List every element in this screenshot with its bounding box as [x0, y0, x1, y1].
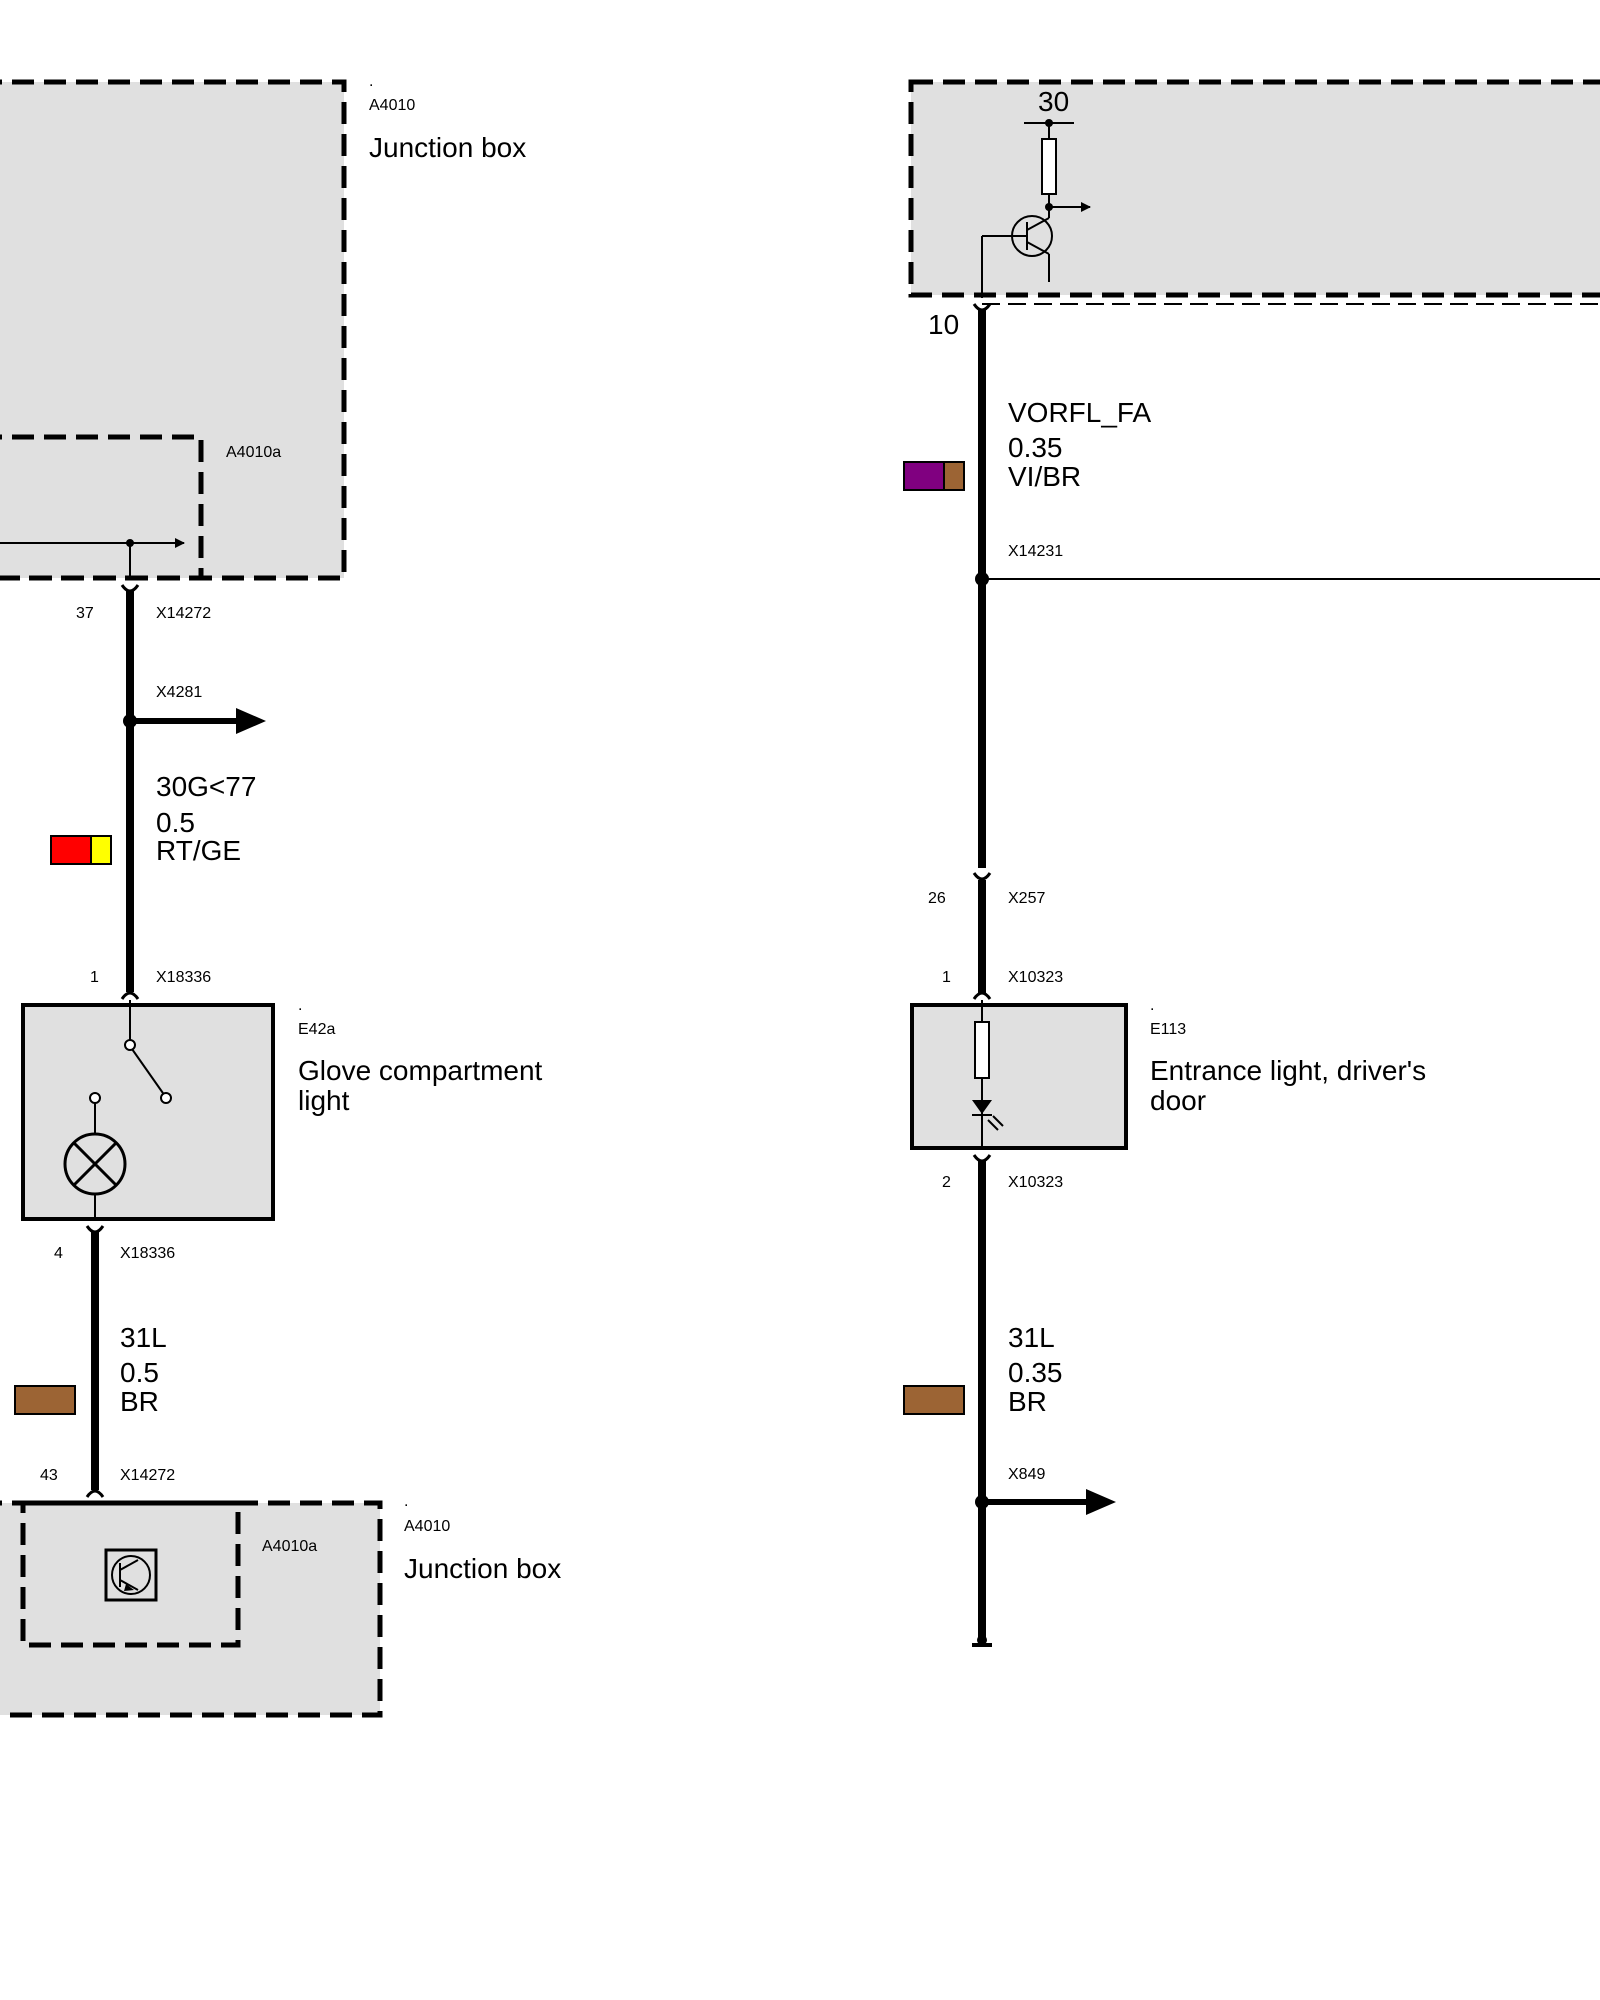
junction-box-top-sub-id: A4010a	[226, 444, 281, 461]
splice-x4281: X4281	[156, 684, 202, 701]
connector-x10323-top: X10323	[1008, 969, 1063, 986]
connector-x18336-top: X18336	[156, 969, 211, 986]
pin-26: 26	[928, 890, 946, 907]
wire-bottom-color-left: BR	[120, 1386, 159, 1417]
splice-x14231: X14231	[1008, 543, 1063, 560]
junction-box-bottom-name: Junction box	[404, 1553, 561, 1584]
glove-light-name-line1: Glove compartment	[298, 1055, 543, 1086]
connector-x257: X257	[1008, 890, 1045, 907]
pin-1-left: 1	[90, 969, 99, 986]
arrow-icon	[236, 708, 266, 734]
junction-box-top-dot: .	[369, 73, 373, 90]
wire-top-color: RT/GE	[156, 835, 241, 866]
wire-top-signal-right: VORFL_FA	[1008, 397, 1151, 428]
switch-contact-icon	[124, 1039, 136, 1051]
resistor-icon	[1041, 138, 1057, 195]
junction-box-bottom-sub-id: A4010a	[262, 1538, 317, 1555]
wire-top-size: 0.5	[156, 807, 195, 838]
arrow-icon	[1086, 1489, 1116, 1515]
transistor-icon	[981, 215, 1053, 298]
pin-43: 43	[40, 1467, 58, 1484]
connector-fork-icon	[85, 1225, 105, 1234]
connector-x18336-bottom: X18336	[120, 1245, 175, 1262]
glove-compartment-light-box[interactable]	[21, 1000, 275, 1221]
connector-fork-icon	[972, 1154, 992, 1163]
wire-bottom-size-right: 0.35	[1008, 1357, 1063, 1388]
pin-2: 2	[942, 1174, 951, 1191]
color-swatch-vi-br	[903, 461, 965, 491]
junction-dot-icon	[126, 539, 134, 547]
wire-top-signal: 30G<77	[156, 771, 256, 802]
junction-box-bottom-dot: .	[404, 1493, 408, 1510]
connector-x14272-top: X14272	[156, 605, 211, 622]
color-swatch-br-left	[14, 1385, 76, 1415]
glove-light-dot: .	[298, 997, 302, 1014]
connector-fork-icon	[85, 1489, 105, 1498]
color-swatch-rt-ge	[50, 835, 112, 865]
resistor-icon	[974, 1021, 990, 1079]
pin-37: 37	[76, 605, 94, 622]
switch-lever-icon	[131, 1048, 166, 1097]
junction-box-bottom-id: A4010	[404, 1518, 450, 1535]
entrance-light-box[interactable]	[910, 1000, 1128, 1150]
wire-bottom-signal-right: 31L	[1008, 1322, 1055, 1353]
connector-x10323-bottom: X10323	[1008, 1174, 1063, 1191]
wire-bottom-signal-left: 31L	[120, 1322, 167, 1353]
splice-x849: X849	[1008, 1466, 1045, 1483]
connector-fork-icon	[972, 991, 992, 1000]
entrance-light-id: E113	[1150, 1021, 1186, 1038]
wire-bottom-size-left: 0.5	[120, 1357, 159, 1388]
color-swatch-br-right	[903, 1385, 965, 1415]
pin-1-right: 1	[942, 969, 951, 986]
connector-fork-icon	[972, 872, 992, 881]
control-unit-top	[908, 79, 1600, 305]
pin-10: 10	[928, 309, 959, 340]
entrance-light-dot: .	[1150, 997, 1154, 1014]
junction-box-top	[0, 79, 347, 581]
transistor-icon	[104, 1548, 158, 1602]
junction-box-top-name: Junction box	[369, 132, 526, 163]
ground-icon	[972, 1635, 992, 1647]
pin-4: 4	[54, 1245, 63, 1262]
connector-x14272-bottom: X14272	[120, 1467, 175, 1484]
entrance-light-name-line1: Entrance light, driver's	[1150, 1055, 1426, 1086]
junction-box-top-id: A4010	[369, 97, 415, 114]
lamp-icon	[63, 1132, 127, 1196]
entrance-light-name-line2: door	[1150, 1085, 1206, 1116]
glove-light-name-line2: light	[298, 1085, 350, 1116]
terminal-30: 30	[1038, 86, 1069, 117]
wire-top-size-right: 0.35	[1008, 432, 1063, 463]
led-icon	[972, 1100, 1004, 1131]
connector-fork-icon	[120, 991, 140, 1000]
glove-light-id: E42a	[298, 1021, 335, 1038]
junction-box-bottom	[0, 1500, 383, 1718]
wire-top-color-right: VI/BR	[1008, 461, 1081, 492]
wire-bottom-color-right: BR	[1008, 1386, 1047, 1417]
